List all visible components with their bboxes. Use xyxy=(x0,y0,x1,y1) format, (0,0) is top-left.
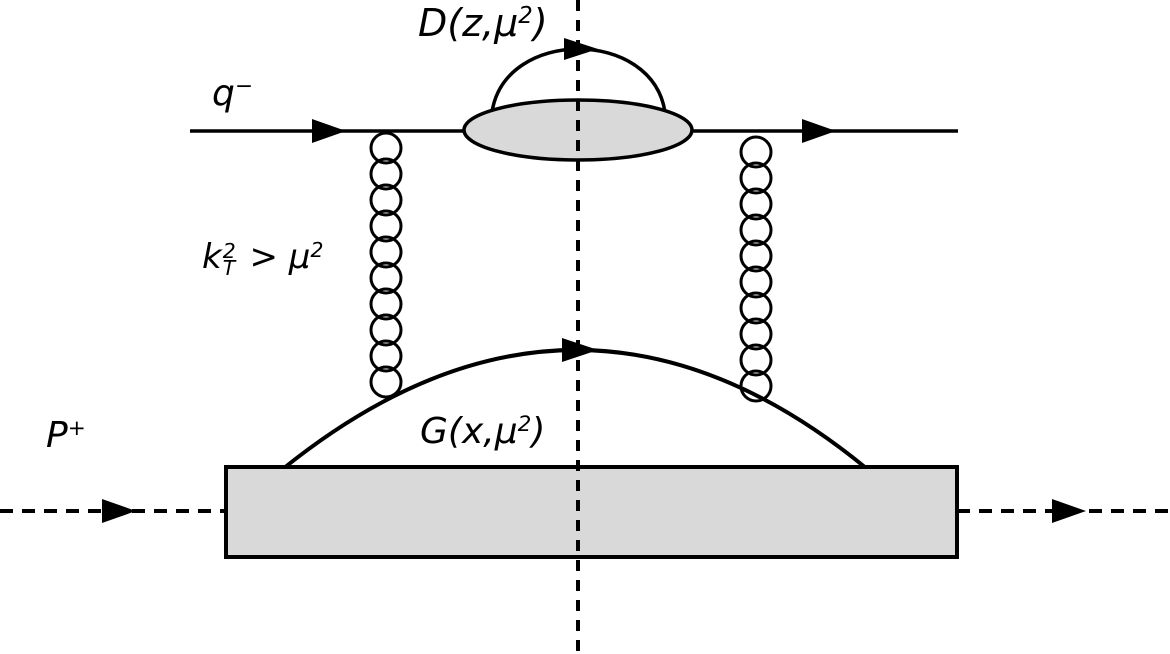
label-relation: > μ xyxy=(238,237,311,277)
quark-arrow-right xyxy=(802,119,836,143)
label-base: k xyxy=(202,237,222,277)
superscript: 2 xyxy=(518,3,533,30)
superscript: − xyxy=(234,74,253,100)
proton-momentum-label: P+ xyxy=(46,418,86,454)
arrowheads xyxy=(102,38,1086,523)
proton-blob-rect xyxy=(224,465,959,559)
label-base: P xyxy=(46,415,68,456)
fragmentation-arc-arrow xyxy=(564,38,598,60)
label-end: ) xyxy=(531,411,546,452)
gluon-arc xyxy=(282,348,868,470)
superscript: 2 xyxy=(222,238,236,263)
superscript: 2 xyxy=(517,412,532,438)
gluon-coil-left xyxy=(369,131,403,399)
subscript: T xyxy=(222,256,236,281)
gluon-coil-right xyxy=(739,135,773,403)
label-base: q xyxy=(212,73,235,114)
proton-arrow-left xyxy=(102,499,136,523)
label-base: D(z,μ xyxy=(418,1,519,45)
label-base: G(x,μ xyxy=(420,411,518,452)
quark-arrow-left xyxy=(312,119,346,143)
label-end: ) xyxy=(532,1,548,45)
superscript: 2 xyxy=(310,237,324,262)
gluon-arc-arrow xyxy=(562,338,598,362)
gluon-distribution-label: G(x,μ2) xyxy=(420,414,545,450)
quark-momentum-label: q− xyxy=(212,76,253,112)
superscript: + xyxy=(67,416,86,442)
proton-arrow-right xyxy=(1052,499,1086,523)
fragmentation-function-label: D(z,μ2) xyxy=(418,4,548,42)
